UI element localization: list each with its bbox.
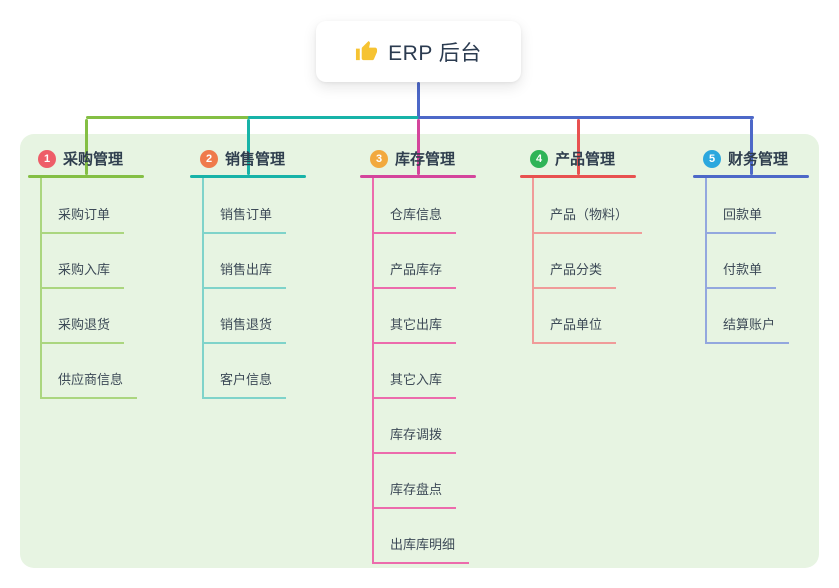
branch-drop-connector (577, 119, 580, 175)
connector-rail-segment (418, 116, 754, 119)
child-label: 其它入库 (390, 372, 443, 387)
child-label: 其它出库 (390, 317, 443, 332)
root-node[interactable]: ERP 后台 (316, 21, 521, 82)
child-tree-line (705, 178, 707, 344)
child-tree-line (532, 178, 534, 344)
branch-underline (360, 175, 476, 178)
child-node[interactable]: 客户信息 (202, 371, 287, 399)
child-node[interactable]: 产品库存 (372, 261, 457, 289)
branch-label: 产品管理 (555, 151, 616, 168)
connector-rail-segment (86, 116, 250, 119)
child-label: 付款单 (723, 262, 763, 277)
connector-rail-segment (248, 116, 419, 119)
child-node[interactable]: 结算账户 (705, 316, 790, 344)
branch-label: 采购管理 (63, 151, 124, 168)
branch-node[interactable]: 5 财务管理 (693, 149, 809, 178)
child-label: 供应商信息 (58, 372, 124, 387)
branch-number-badge: 2 (200, 149, 218, 168)
child-node[interactable]: 采购退货 (40, 316, 125, 344)
branch-node[interactable]: 4 产品管理 (520, 149, 636, 178)
child-label: 出库库明细 (390, 537, 456, 552)
branch-node[interactable]: 1 采购管理 (28, 149, 144, 178)
branch-node[interactable]: 2 销售管理 (190, 149, 306, 178)
child-node[interactable]: 库存调拨 (372, 426, 457, 454)
child-node[interactable]: 产品分类 (532, 261, 617, 289)
child-label: 销售退货 (220, 317, 273, 332)
child-label: 产品分类 (550, 262, 603, 277)
child-label: 库存盘点 (390, 482, 443, 497)
child-label: 结算账户 (723, 317, 776, 332)
branch-drop-connector (247, 119, 250, 175)
branch-number-badge: 1 (38, 149, 56, 168)
child-node[interactable]: 回款单 (705, 206, 777, 234)
branch-header: 3 库存管理 (360, 149, 476, 168)
branch-number-badge: 3 (370, 149, 388, 168)
branch-number-badge: 4 (530, 149, 548, 168)
branch-label: 库存管理 (395, 151, 456, 168)
root-label: ERP 后台 (388, 41, 482, 65)
child-node[interactable]: 销售出库 (202, 261, 287, 289)
topic-panel (20, 134, 819, 568)
child-node[interactable]: 产品（物料） (532, 206, 643, 234)
child-node[interactable]: 库存盘点 (372, 481, 457, 509)
branch-underline (520, 175, 636, 178)
branch-number-badge: 5 (703, 149, 721, 168)
branch-header: 2 销售管理 (190, 149, 306, 168)
branch-label: 财务管理 (728, 151, 789, 168)
child-node[interactable]: 采购订单 (40, 206, 125, 234)
child-node[interactable]: 付款单 (705, 261, 777, 289)
child-label: 产品库存 (390, 262, 443, 277)
child-node[interactable]: 仓库信息 (372, 206, 457, 234)
child-tree-line (372, 178, 374, 564)
branch-header: 4 产品管理 (520, 149, 636, 168)
branch-underline (190, 175, 306, 178)
child-label: 回款单 (723, 207, 763, 222)
child-label: 仓库信息 (390, 207, 443, 222)
branch-drop-connector (85, 119, 88, 175)
child-label: 采购退货 (58, 317, 111, 332)
child-node[interactable]: 其它出库 (372, 316, 457, 344)
child-label: 产品单位 (550, 317, 603, 332)
child-label: 销售出库 (220, 262, 273, 277)
child-node[interactable]: 出库库明细 (372, 536, 470, 564)
child-label: 销售订单 (220, 207, 273, 222)
branch-header: 5 财务管理 (693, 149, 809, 168)
branch-underline (693, 175, 809, 178)
child-label: 客户信息 (220, 372, 273, 387)
branch-drop-connector (417, 119, 420, 175)
child-node[interactable]: 销售退货 (202, 316, 287, 344)
child-node[interactable]: 销售订单 (202, 206, 287, 234)
root-connector (417, 82, 420, 119)
child-label: 采购入库 (58, 262, 111, 277)
child-node[interactable]: 供应商信息 (40, 371, 138, 399)
branch-label: 销售管理 (225, 151, 286, 168)
branch-node[interactable]: 3 库存管理 (360, 149, 476, 178)
branch-drop-connector (750, 119, 753, 175)
child-label: 采购订单 (58, 207, 111, 222)
child-label: 产品（物料） (550, 207, 629, 222)
child-node[interactable]: 其它入库 (372, 371, 457, 399)
child-label: 库存调拨 (390, 427, 443, 442)
child-node[interactable]: 产品单位 (532, 316, 617, 344)
branch-underline (28, 175, 144, 178)
thumbs-up-icon (355, 40, 378, 63)
branch-header: 1 采购管理 (28, 149, 144, 168)
child-node[interactable]: 采购入库 (40, 261, 125, 289)
